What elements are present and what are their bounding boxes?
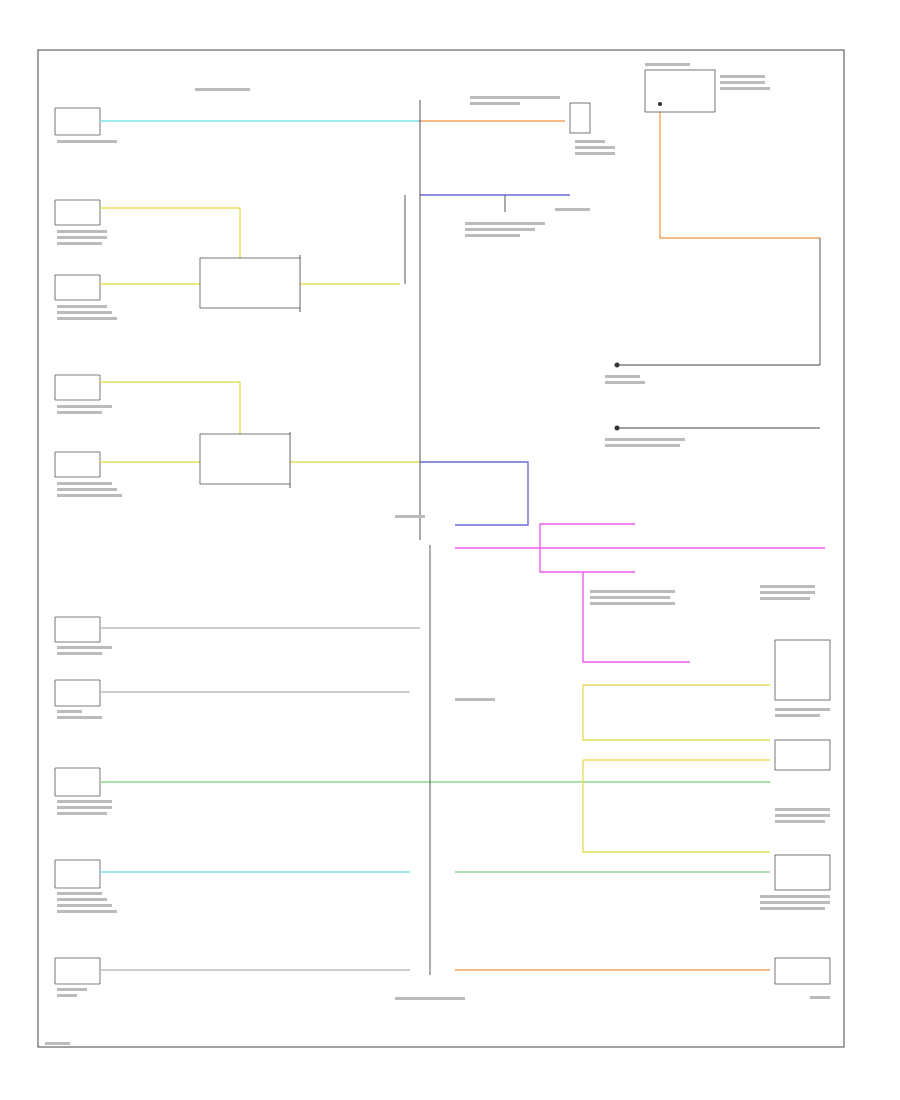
module-right-2 xyxy=(774,739,831,771)
wire-yellow-5 xyxy=(100,381,241,438)
component-connector-3 xyxy=(54,274,101,301)
diagram-frame xyxy=(37,49,845,1048)
ground-point-1 xyxy=(614,362,620,368)
structural-lines xyxy=(289,100,821,975)
wire-magenta-3 xyxy=(539,548,635,573)
fuse-block-box xyxy=(644,69,716,113)
wires xyxy=(100,110,825,971)
module-right-4 xyxy=(774,957,831,985)
component-connector-4 xyxy=(54,374,101,401)
wire-dark-blue-2 xyxy=(420,461,529,526)
left-components xyxy=(54,107,101,985)
module-right-3 xyxy=(774,854,831,891)
component-connector-1 xyxy=(54,107,101,136)
component-connector-10 xyxy=(54,957,101,985)
component-connector-9 xyxy=(54,859,101,889)
module-boxes xyxy=(199,69,831,985)
module-top-right xyxy=(569,102,591,134)
seat-module-box-1 xyxy=(199,257,301,309)
seat-module-box-2 xyxy=(199,433,291,485)
ground-point-2 xyxy=(614,425,620,431)
wire-magenta-2 xyxy=(539,523,635,548)
ground-symbols xyxy=(614,102,662,431)
component-connector-7 xyxy=(54,679,101,707)
wire-yellow-9 xyxy=(582,684,770,741)
label-marks xyxy=(45,63,830,1045)
wire-yellow-10 xyxy=(582,759,770,853)
component-connector-6 xyxy=(54,616,101,643)
wire-orange-2 xyxy=(659,110,820,239)
module-right-1 xyxy=(774,639,831,701)
wire-magenta-4 xyxy=(582,572,690,663)
label-mark xyxy=(57,140,117,143)
component-connector-5 xyxy=(54,451,101,478)
component-connector-8 xyxy=(54,767,101,797)
component-connector-2 xyxy=(54,199,101,226)
fuse-point xyxy=(658,102,662,106)
wire-yellow-1 xyxy=(100,207,241,262)
